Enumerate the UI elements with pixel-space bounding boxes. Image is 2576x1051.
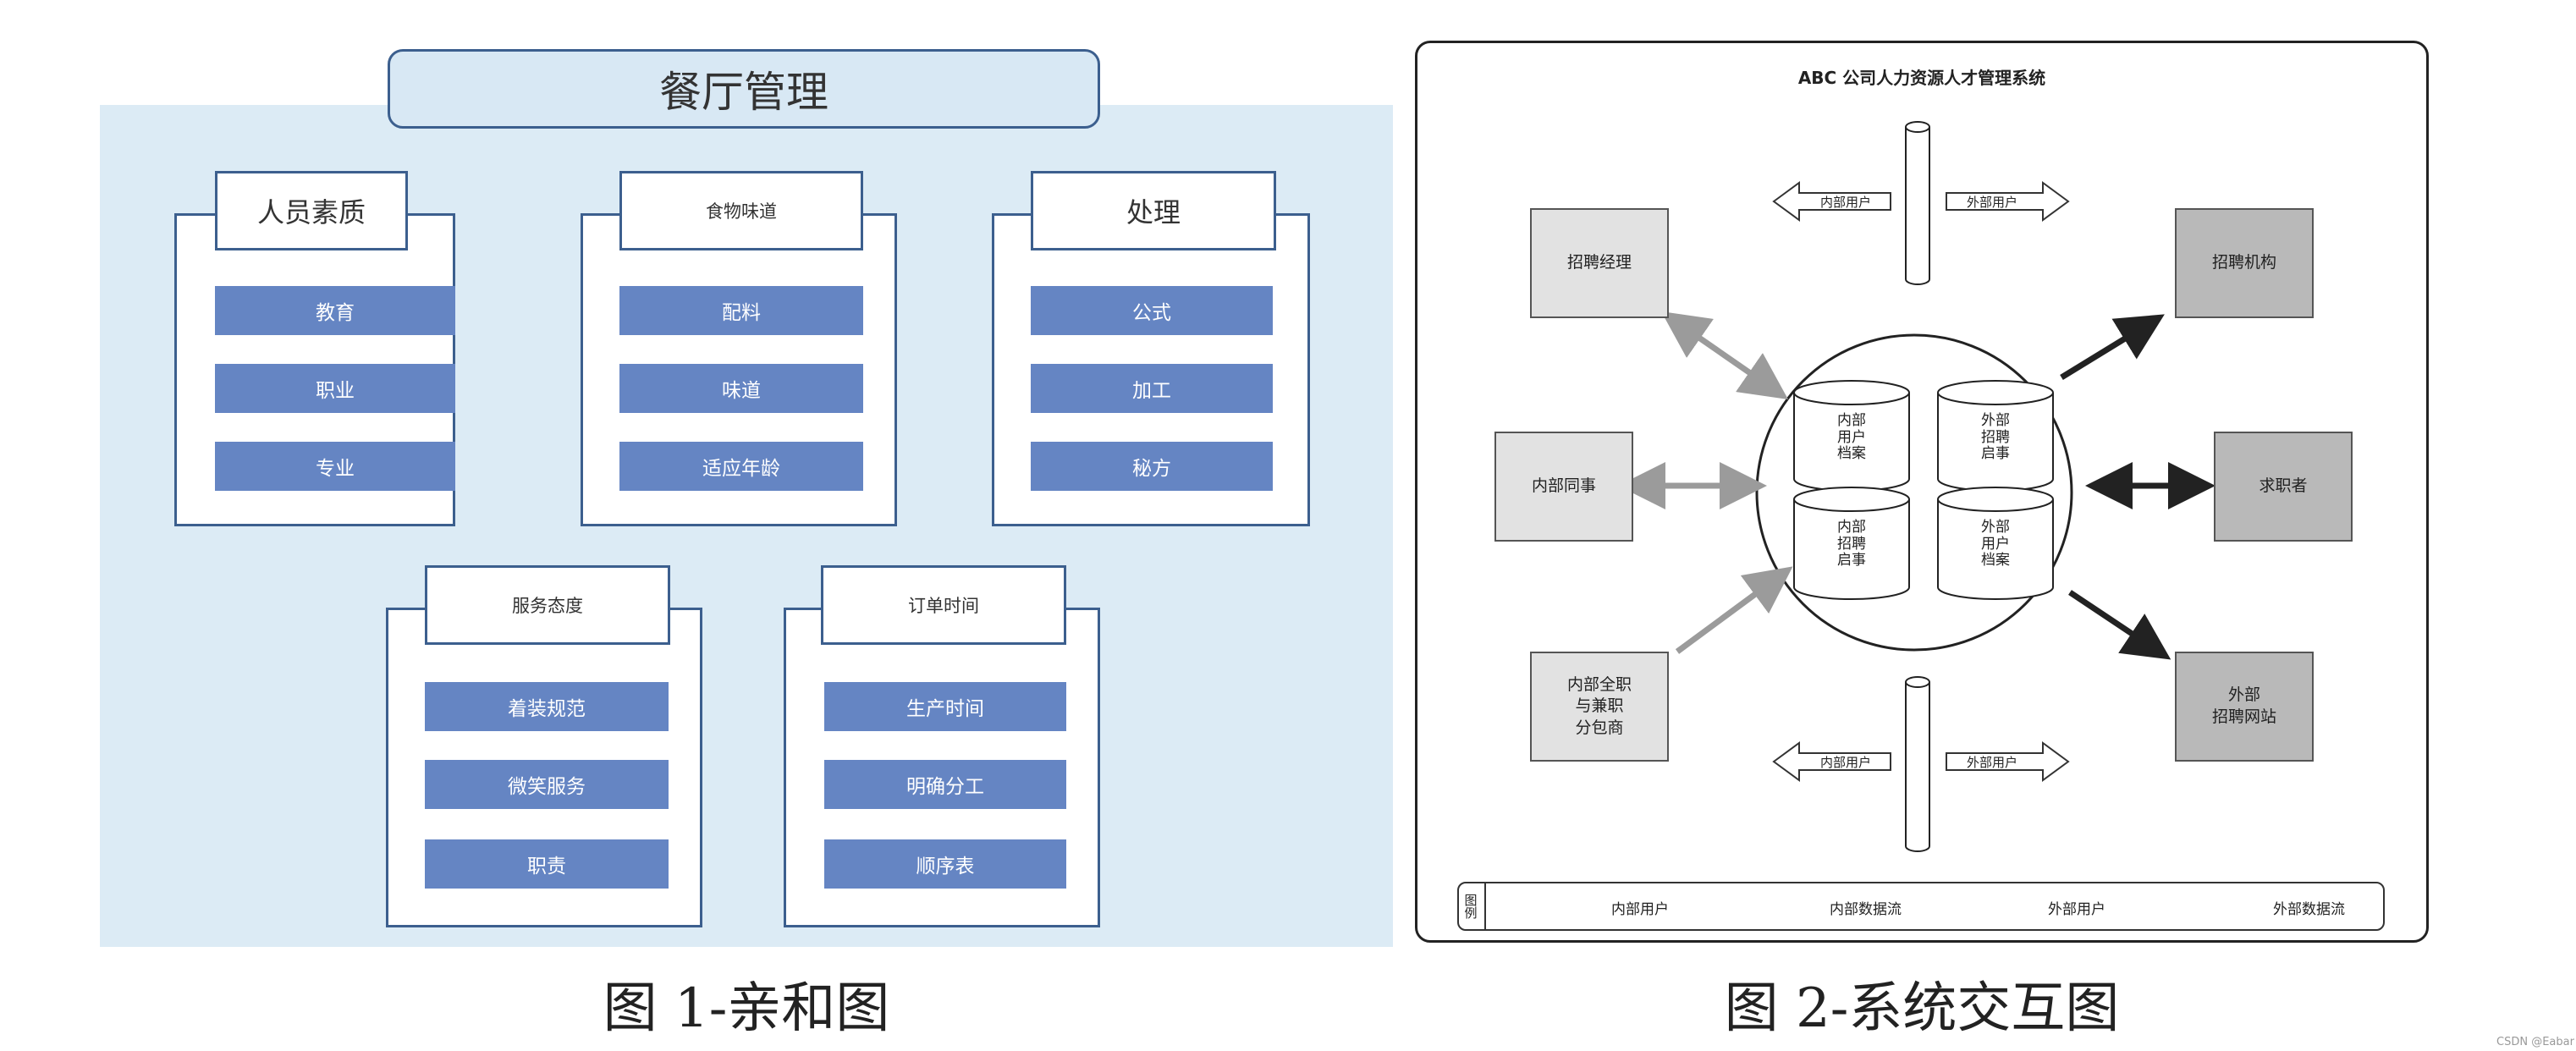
- external-flow-arrow: [2060, 314, 2165, 380]
- group-title: 订单时间: [821, 565, 1066, 645]
- footer-watermark: CSDN @Eabar: [2496, 1036, 2574, 1048]
- internal-user-arrow: [1772, 741, 1891, 782]
- group-title: 人员素质: [215, 171, 408, 250]
- group-item: 明确分工: [824, 760, 1066, 809]
- internal-colleague-box: 内部同事: [1494, 432, 1633, 542]
- job-seeker-box: 求职者: [2214, 432, 2353, 542]
- database-label: 内部 招聘 启事: [1837, 519, 1866, 570]
- legend: [1457, 882, 2385, 931]
- subcontractor-box: 内部全职 与兼职 分包商: [1530, 652, 1669, 762]
- internal-flow-arrow: [1660, 311, 1789, 399]
- arrow-label: 外部用户: [1966, 195, 2017, 210]
- arrow-label: 内部用户: [1819, 755, 1871, 770]
- affinity-title: 餐厅管理: [388, 49, 1100, 129]
- legend-key-label: 图例: [1457, 882, 1486, 931]
- database-cylinder: [1937, 487, 2054, 600]
- figure-caption-2: 图 2-系统交互图: [1724, 977, 2120, 1040]
- group-item: 顺序表: [824, 839, 1066, 889]
- external-user-arrow: [1946, 181, 2070, 222]
- database-label: 内部 用户 档案: [1837, 412, 1866, 463]
- recruit-manager-box: 招聘经理: [1530, 208, 1669, 318]
- group-item: 适应年龄: [619, 442, 863, 491]
- group-item: 着装规范: [425, 682, 669, 731]
- database-label: 外部 用户 档案: [1981, 519, 2010, 570]
- external-recruit-site-box: 外部 招聘网站: [2175, 652, 2314, 762]
- group-item: 专业: [215, 442, 455, 491]
- group-item: 秘方: [1031, 442, 1273, 491]
- legend-label: 外部用户: [2048, 901, 2105, 918]
- external-user-arrow: [1946, 741, 2070, 782]
- top-pipe: [1905, 121, 1930, 285]
- internal-user-arrow: [1772, 181, 1891, 222]
- group-title: 处理: [1031, 171, 1276, 250]
- bottom-pipe: [1905, 676, 1930, 852]
- group-item: 加工: [1031, 364, 1273, 413]
- group-item: 微笑服务: [425, 760, 669, 809]
- external-flow-arrow: [2068, 590, 2171, 660]
- group-item: 职业: [215, 364, 455, 413]
- group-title: 食物味道: [619, 171, 863, 250]
- group-item: 公式: [1031, 286, 1273, 335]
- internal-flow-arrow: [1675, 566, 1793, 654]
- legend-label: 内部用户: [1611, 901, 1669, 918]
- legend-label: 外部数据流: [2273, 901, 2345, 918]
- group-title: 服务态度: [425, 565, 670, 645]
- database-label: 外部 招聘 启事: [1981, 412, 2010, 463]
- database-cylinder: [1937, 380, 2054, 492]
- figure-caption-1: 图 1-亲和图: [603, 977, 890, 1040]
- group-item: 生产时间: [824, 682, 1066, 731]
- group-item: 味道: [619, 364, 863, 413]
- legend-label: 内部数据流: [1830, 901, 1902, 918]
- recruitment-agency-box: 招聘机构: [2175, 208, 2314, 318]
- group-item: 教育: [215, 286, 455, 335]
- arrow-label: 外部用户: [1966, 755, 2017, 770]
- arrow-label: 内部用户: [1819, 195, 1871, 210]
- system-title: ABC 公司人力资源人才管理系统: [1797, 68, 2046, 88]
- group-item: 职责: [425, 839, 669, 889]
- database-cylinder: [1793, 487, 1910, 600]
- group-item: 配料: [619, 286, 863, 335]
